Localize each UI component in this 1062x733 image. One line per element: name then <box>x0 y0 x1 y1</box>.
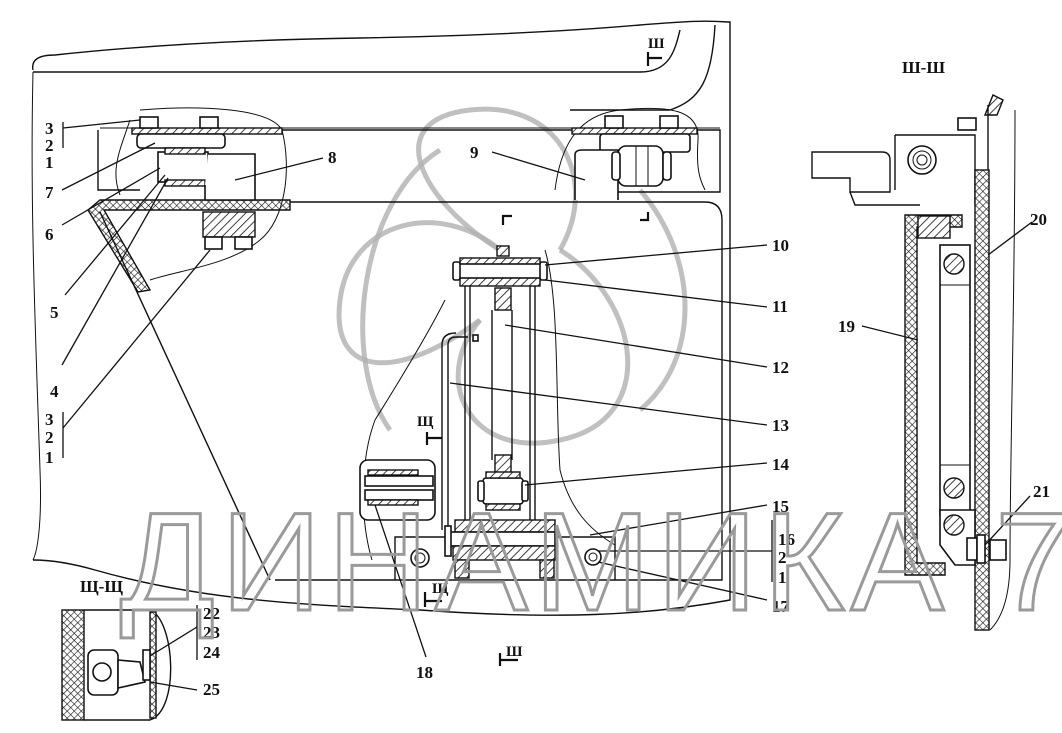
label-6: 6 <box>45 225 54 244</box>
label-15: 15 <box>772 497 789 516</box>
label-11: 11 <box>772 297 788 316</box>
label-1-bottom: 1 <box>45 448 54 467</box>
label-2-right: 2 <box>778 548 787 567</box>
label-2-bottom: 2 <box>45 428 54 447</box>
label-1-top: 1 <box>45 153 54 172</box>
section-marker-shch-lower: Щ <box>432 581 449 597</box>
label-22: 22 <box>203 604 220 623</box>
label-3-top: 3 <box>45 119 54 138</box>
label-2-top: 2 <box>45 136 54 155</box>
label-21: 21 <box>1033 482 1050 501</box>
label-13: 13 <box>772 416 789 435</box>
label-20: 20 <box>1030 210 1047 229</box>
label-1-right: 1 <box>778 568 787 587</box>
label-17: 17 <box>772 597 790 616</box>
section-markers: Ш Щ Щ Ш <box>417 36 665 666</box>
label-18: 18 <box>416 663 433 682</box>
label-23: 23 <box>203 623 220 642</box>
section-title-shch-shch: Щ-Щ <box>80 577 123 596</box>
bracket-assembly-9 <box>554 107 706 200</box>
label-24: 24 <box>203 643 221 662</box>
section-marker-sh-bottom: Ш <box>506 644 523 660</box>
label-4: 4 <box>50 382 59 401</box>
watermark-text: ДИНАМИКА 76 <box>120 483 1062 640</box>
label-16: 16 <box>778 530 795 549</box>
section-marker-shch-middle: Щ <box>417 414 434 430</box>
label-8: 8 <box>328 148 337 167</box>
hinge-18 <box>359 459 436 521</box>
label-3-bottom: 3 <box>45 410 54 429</box>
section-marker-sh-top: Ш <box>648 36 665 52</box>
bracket-assembly-8 <box>115 107 287 281</box>
label-5: 5 <box>50 303 59 322</box>
section-shch-shch-view: Щ-Щ <box>61 577 172 721</box>
label-14: 14 <box>772 455 790 474</box>
section-sh-sh-view: Ш-Ш <box>811 58 1016 631</box>
part-labels: 3 2 1 7 6 5 4 3 2 1 8 9 10 11 12 13 14 1… <box>45 119 1050 699</box>
label-9: 9 <box>470 143 479 162</box>
leader-lines <box>61 119 1033 691</box>
label-10: 10 <box>772 236 789 255</box>
label-7: 7 <box>45 183 54 202</box>
label-25: 25 <box>203 680 220 699</box>
label-19: 19 <box>838 317 855 336</box>
section-title-sh-sh: Ш-Ш <box>902 58 945 77</box>
strut-assembly <box>362 245 616 580</box>
label-12: 12 <box>772 358 789 377</box>
